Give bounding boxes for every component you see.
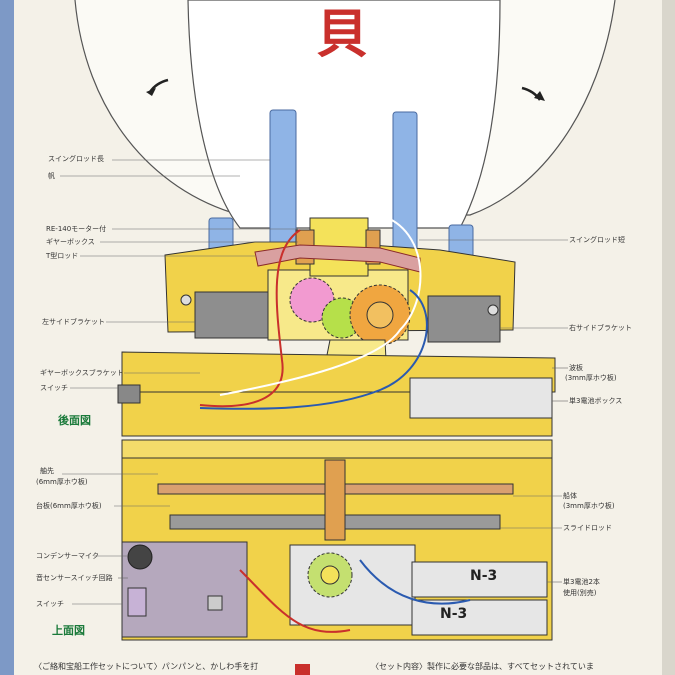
battery-1-label: N-3: [470, 568, 498, 584]
mast: [324, 459, 346, 541]
label-battery-box: 単3電池ボックス: [569, 397, 623, 405]
wire-red-top: [239, 569, 351, 633]
box-edge-right: [662, 0, 675, 675]
label-hull-thickness: (3mm厚ホウ板): [563, 502, 615, 510]
label-condenser-mic: コンデンサーマイク: [36, 552, 99, 560]
arrow-right-head-icon: [534, 91, 545, 101]
box-edge-left: [0, 0, 14, 675]
label-left-side-bracket: 左サイドブラケット: [42, 318, 105, 326]
battery-box-rear: [409, 377, 553, 419]
label-right-side-bracket: 右サイドブラケット: [569, 324, 632, 332]
top-view-edge: [121, 439, 553, 459]
label-base-board: 台板(6mm厚ホウ板): [36, 502, 102, 510]
battery-2: [411, 599, 548, 636]
battery-2-label: N-3: [440, 606, 468, 622]
mic-icon: [127, 544, 153, 570]
wire-blue: [199, 289, 428, 410]
footer-left-text: 〈ご絡和宝船工作セットについて〉パンパンと、かしわ手を打: [34, 662, 259, 671]
left-side-bracket: [194, 291, 271, 339]
label-motor: RE-140モーター付: [46, 225, 107, 233]
title-character: 貝: [316, 4, 369, 65]
motor-top-view: [289, 544, 416, 626]
bottom-character-fragment: [295, 664, 310, 675]
top-view-badge: 上面図: [52, 624, 85, 637]
wire-blue-top: [359, 559, 471, 605]
wire-white: [219, 214, 422, 396]
label-gearbox: ギヤーボックス: [46, 238, 95, 246]
screw-icon: [487, 304, 499, 316]
wire-red: [199, 229, 301, 408]
right-side-bracket: [427, 295, 501, 343]
swing-rod-long-right: [392, 111, 418, 263]
label-wave-board-thickness: (3mm厚ホウ板): [565, 374, 617, 382]
battery-1: [411, 561, 548, 598]
label-batteries: 単3電池2本: [563, 578, 600, 586]
screw-icon: [180, 294, 192, 306]
gear-hub-icon: [366, 301, 394, 329]
label-bow-thickness: (6mm厚ホウ板): [36, 478, 88, 486]
label-wave-board: 波板: [569, 364, 583, 372]
arrow-left-head-icon: [146, 88, 156, 96]
label-sail: 帆: [48, 172, 55, 180]
top-gear-hub-icon: [320, 565, 340, 585]
label-switch-top: スイッチ: [36, 600, 64, 608]
label-slide-rod: スライドロッド: [563, 524, 612, 532]
chip-icon: [207, 595, 223, 611]
label-gearbox-bracket: ギヤーボックスブラケット: [40, 369, 124, 377]
label-swing-rod-short: スイングロッド短: [569, 236, 625, 244]
label-switch-rear: スイッチ: [40, 384, 68, 392]
label-batteries-note: 使用(別売): [563, 589, 597, 597]
footer-right-text: 〈セット内容〉製作に必要な部品は、すべてセットされていま: [371, 662, 594, 671]
leader-lines: [60, 159, 568, 605]
label-hull: 船体: [563, 492, 577, 500]
label-t-rod: T型ロッド: [46, 252, 79, 260]
switch-top: [127, 587, 147, 617]
rear-view-badge: 後面図: [58, 414, 91, 427]
switch-rear: [117, 384, 141, 404]
label-swing-rod-long: スイングロッド長: [48, 155, 104, 163]
label-bow: 舳先: [40, 467, 54, 475]
label-sound-sensor-circuit: 音センサースイッチ回路: [36, 574, 113, 582]
